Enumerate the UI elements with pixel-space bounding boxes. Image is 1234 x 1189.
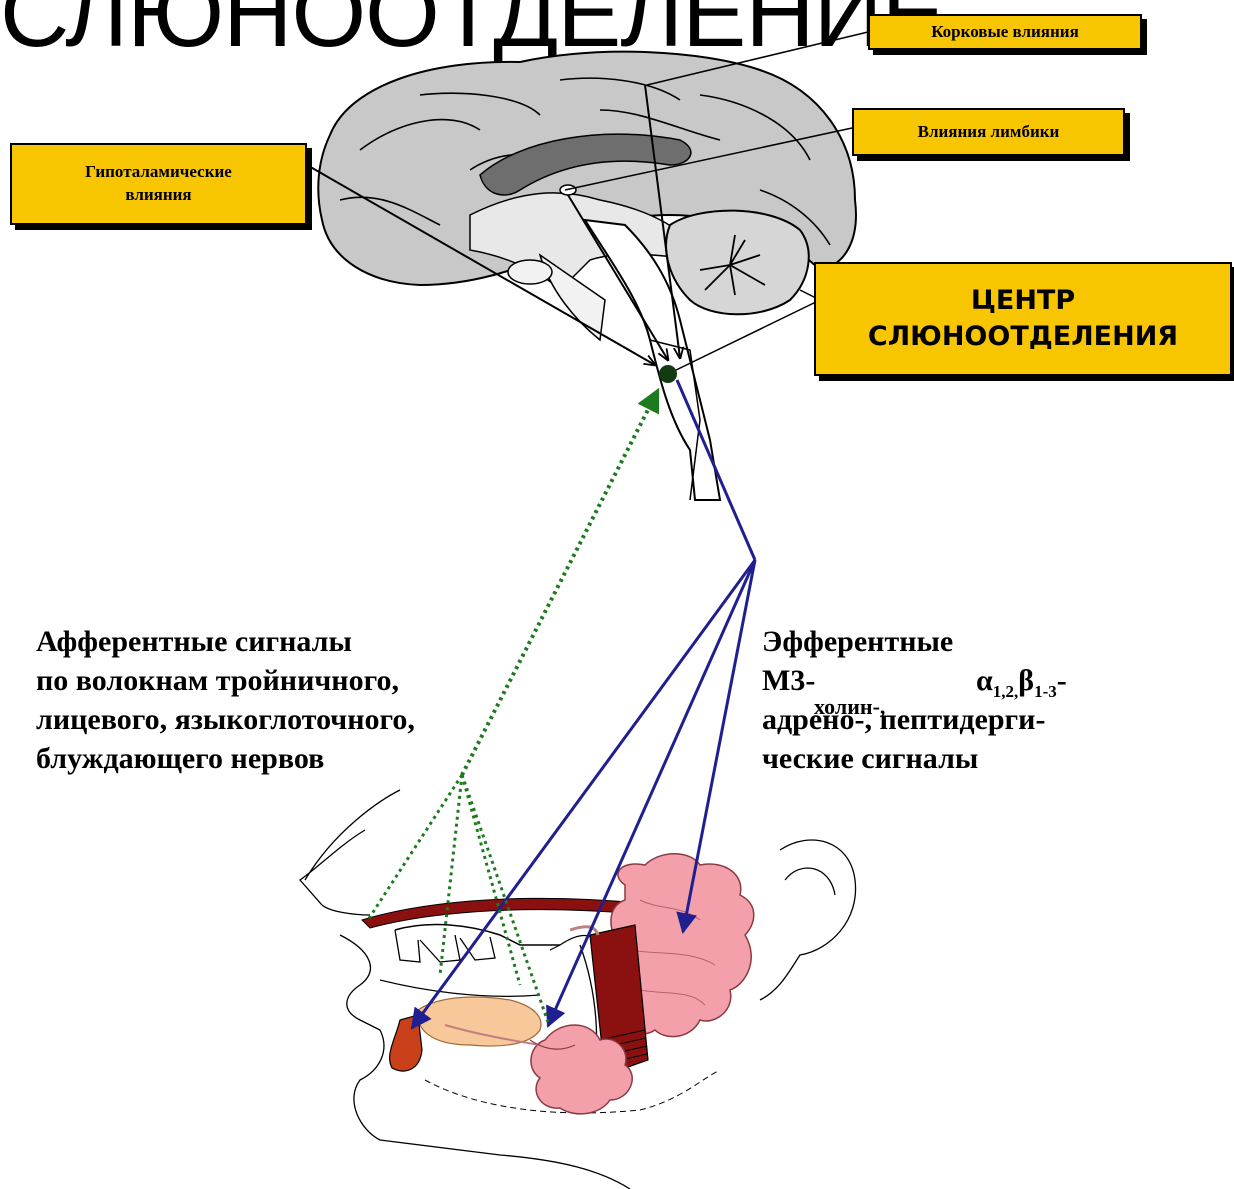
label-hypothalamic-line1: Гипоталамические — [85, 161, 232, 184]
afferent-line-3: лицевого, языкоглоточного, — [36, 700, 616, 739]
afferent-description: Афферентные сигналы по волокнам тройничн… — [36, 622, 616, 778]
efferent-description: Эфферентные М3- α1,2,β1-3- холин-, адрен… — [762, 622, 1232, 778]
label-hypothalamic-influences: Гипоталамические влияния — [10, 143, 307, 225]
label-cortical-text: Корковые влияния — [931, 22, 1079, 42]
efferent-adreno: адрено-, пептидерги- — [762, 703, 1045, 736]
beta-suffix: - — [1057, 664, 1067, 697]
efferent-line-4: ческие сигналы — [762, 739, 1232, 778]
efferent-receptor-symbols: α1,2,β1-3- — [976, 661, 1067, 703]
efferent-line-1: Эфферентные — [762, 622, 1232, 661]
efferent-title: Эфферентные — [762, 625, 953, 658]
beta-symbol: β — [1018, 664, 1034, 697]
afferent-line-4: блуждающего нервов — [36, 739, 616, 778]
beta-subscript: 1-3 — [1034, 682, 1057, 701]
afferent-line-1: Афферентные сигналы — [36, 622, 616, 661]
label-hypothalamic-line2: влияния — [85, 184, 232, 207]
efferent-line-2: М3- α1,2,β1-3- холин-, — [762, 661, 1232, 700]
alpha-subscript: 1,2, — [993, 682, 1019, 701]
label-cortical-influences: Корковые влияния — [868, 14, 1142, 50]
efferent-m3: М3- — [762, 664, 815, 697]
efferent-line-3: адрено-, пептидерги- — [762, 700, 1232, 739]
afferent-line-2: по волокнам тройничного, — [36, 661, 616, 700]
head-illustration — [300, 790, 856, 1189]
label-limbic-influences: Влияния лимбики — [852, 108, 1125, 156]
salivation-center-node — [659, 365, 677, 383]
efferent-trunk — [677, 380, 755, 560]
alpha-symbol: α — [976, 664, 993, 697]
label-center-line1: ЦЕНТР — [971, 283, 1075, 319]
label-center-line2: СЛЮНООТДЕЛЕНИЯ — [868, 319, 1178, 355]
efferent-signals: ческие сигналы — [762, 742, 978, 775]
brain-illustration — [318, 52, 856, 500]
afferent-fiber-1 — [368, 775, 462, 920]
label-limbic-text: Влияния лимбики — [918, 122, 1060, 142]
label-salivation-center: ЦЕНТР СЛЮНООТДЕЛЕНИЯ — [814, 262, 1232, 376]
sublingual-gland — [418, 997, 541, 1046]
